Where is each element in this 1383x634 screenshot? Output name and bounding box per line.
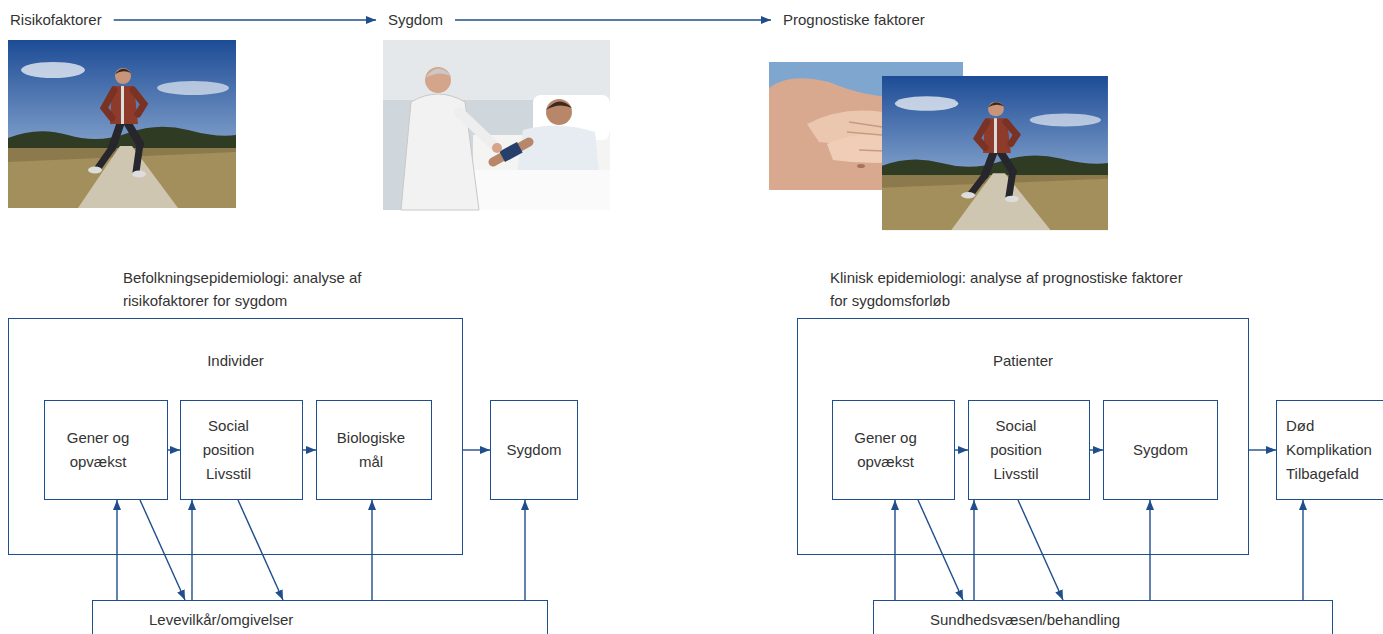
doctor-photo xyxy=(493,142,529,162)
flow-arrow xyxy=(973,500,974,600)
flow-arrow xyxy=(371,500,372,600)
box-label: Levevilkår/omgivelser xyxy=(149,608,547,632)
flow-arrow xyxy=(140,500,185,600)
flow-arrow xyxy=(463,449,490,450)
doctor-photo xyxy=(499,142,522,162)
box-label: Tilbagefald xyxy=(1286,462,1383,486)
section-heading: Klinisk epidemiologi: analyse af prognos… xyxy=(830,266,1200,312)
flow-arrow xyxy=(455,19,771,20)
flow-arrow xyxy=(191,500,192,600)
box-label: Sygdom xyxy=(1133,438,1188,462)
box-label: Sygdom xyxy=(506,438,561,462)
runner-photo xyxy=(8,40,236,208)
doctor-photo xyxy=(425,68,451,78)
box-label: Social position xyxy=(983,414,1049,462)
doctor-photo xyxy=(383,40,610,100)
flow-arrow xyxy=(1149,500,1150,600)
stage-label: Sygdom xyxy=(388,10,443,30)
flow-arrow xyxy=(303,449,316,450)
doctor-photo xyxy=(425,67,451,93)
context-band: Sundhedsvæsen/behandling xyxy=(873,600,1333,634)
doctor-photo xyxy=(459,112,495,146)
box-label: Gener og opvækst xyxy=(59,426,137,474)
process-box: Sygdom xyxy=(1103,400,1218,500)
process-box: Gener og opvækst xyxy=(44,400,168,500)
flow-arrow xyxy=(955,449,968,450)
flow-arrow xyxy=(918,500,963,600)
doctor-photo xyxy=(546,99,572,125)
process-box: Social positionLivsstil xyxy=(968,400,1090,500)
stage-label: Prognostiske faktorer xyxy=(783,10,925,30)
doctor-photo xyxy=(401,94,479,210)
stage-label: Prognostiske faktorer xyxy=(783,10,925,30)
doctor-photo xyxy=(473,170,610,210)
flow-arrow xyxy=(524,500,525,600)
doctor-photo xyxy=(517,125,599,172)
flow-arrow xyxy=(894,500,895,600)
box-label: Livsstil xyxy=(195,462,262,486)
doctor-photo xyxy=(383,40,610,210)
process-box: Gener og opvækst xyxy=(832,400,955,500)
group-box: Klinisk epidemiologi: analyse af prognos… xyxy=(797,318,1249,555)
process-box: Biologiske mål xyxy=(316,400,432,500)
flow-arrow xyxy=(1249,449,1276,450)
box-label: Sundhedsvæsen/behandling xyxy=(930,608,1332,632)
doctor-photo xyxy=(546,101,572,110)
process-box: Social positionLivsstil xyxy=(180,400,303,500)
doctor-photo xyxy=(383,40,610,210)
flow-arrow xyxy=(114,19,376,20)
box-label: Gener og opvækst xyxy=(847,426,924,474)
stage-label: Sygdom xyxy=(388,10,443,30)
box-label: Social position xyxy=(195,414,262,462)
section-heading: Befolkningsepidemiologi: analyse af risi… xyxy=(123,266,385,312)
flow-arrow xyxy=(1302,500,1303,600)
context-band: Levevilkår/omgivelser xyxy=(92,600,548,634)
box-label: Patienter xyxy=(798,349,1248,373)
box-label: Død xyxy=(1286,414,1383,438)
box-label: Individer xyxy=(9,349,462,373)
doctor-photo xyxy=(492,143,502,153)
flow-arrow xyxy=(1018,500,1063,600)
stage-label: Risikofaktorer xyxy=(10,10,102,30)
outcome-box: DødKomplikationTilbagefald xyxy=(1276,400,1383,500)
outcome-box: Sygdom xyxy=(490,400,578,500)
runner-photo xyxy=(882,76,1108,230)
flow-arrow xyxy=(1090,449,1103,450)
flow-arrow xyxy=(238,500,283,600)
stage-label: Risikofaktorer xyxy=(10,10,102,30)
flow-arrow xyxy=(168,449,180,450)
box-label: Komplikation xyxy=(1286,438,1383,462)
group-box: Befolkningsepidemiologi: analyse af risi… xyxy=(8,318,463,555)
box-label: Livsstil xyxy=(983,462,1049,486)
hands-photo xyxy=(857,164,865,168)
flow-arrow xyxy=(116,500,117,600)
box-label: Biologiske mål xyxy=(331,426,411,474)
